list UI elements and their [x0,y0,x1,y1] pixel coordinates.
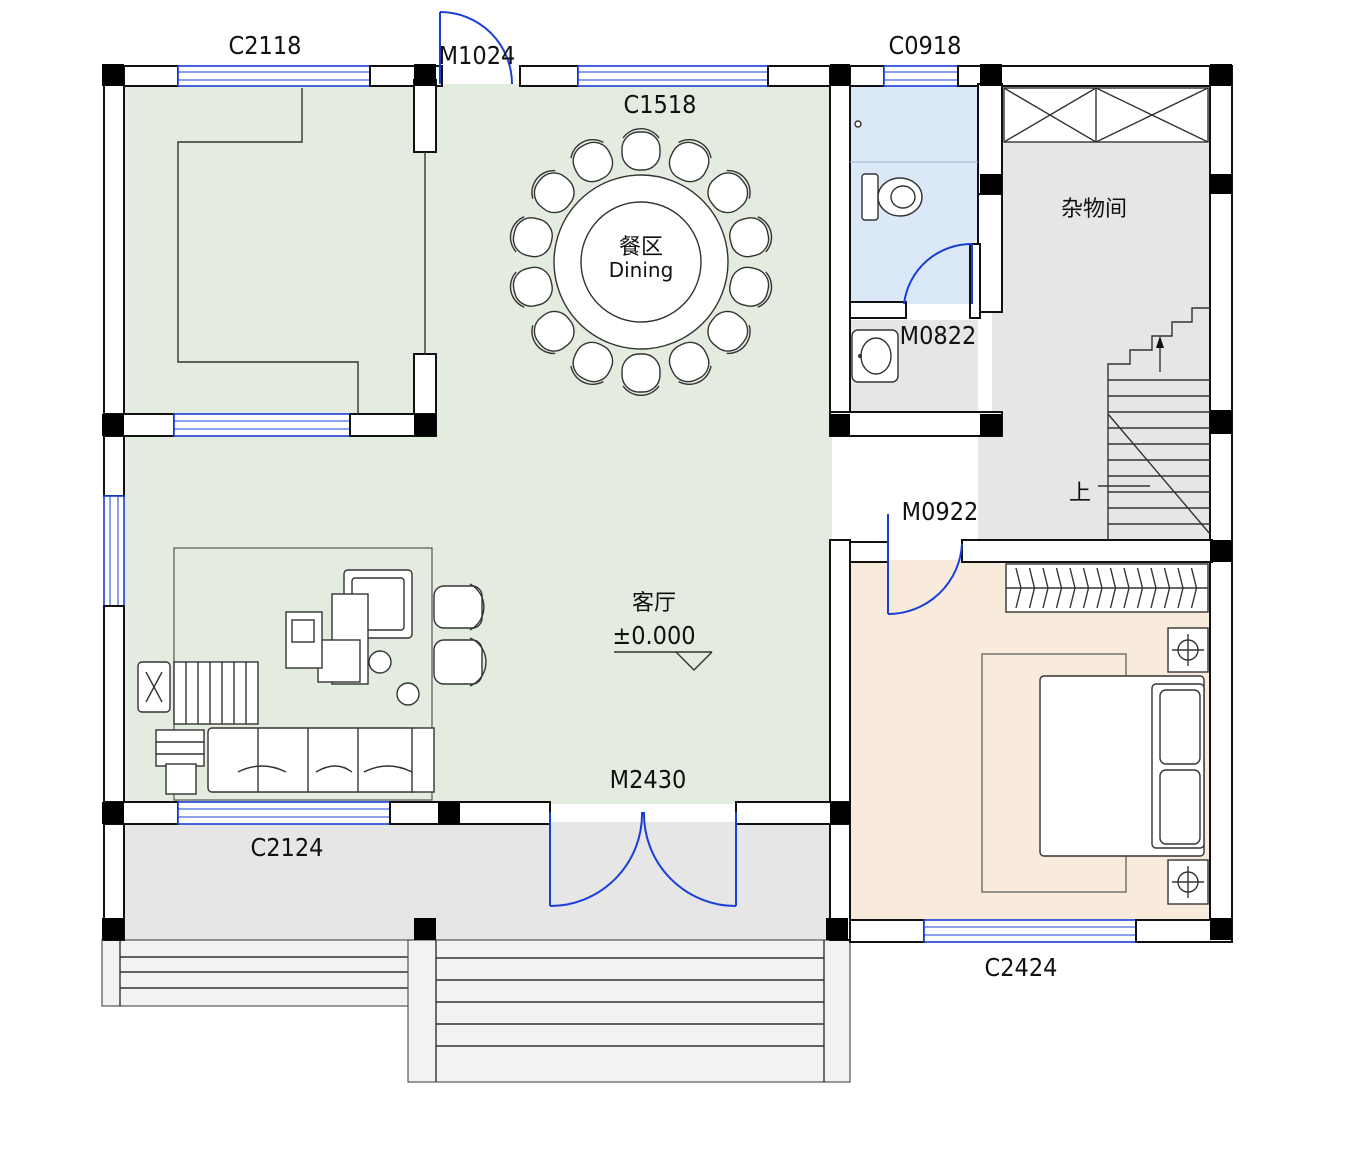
room-dining-en: Dining [609,258,674,282]
door-m0822[interactable] [903,242,973,305]
window-c2124 [177,801,391,825]
nightstand-top-icon [1167,627,1209,673]
window-inner [173,413,351,437]
window-left [103,495,125,607]
rug-outline [177,88,359,414]
nightstand-bottom-icon [1167,859,1209,905]
storage-cabinets [1003,87,1209,143]
sofa-icon [155,727,435,795]
dining-chair-icon [668,138,712,183]
shower-icon [850,120,978,163]
porch-steps [101,939,851,1083]
room-storage-cn: 杂物间 [1061,197,1127,222]
porch-fill [122,822,832,940]
dining-chair-icon [668,341,712,386]
label-m0922: M0922 [902,497,979,526]
label-c2118: C2118 [229,31,302,60]
washbasin-icon [851,329,899,383]
door-m2430[interactable] [549,811,737,907]
label-c0918: C0918 [889,31,962,60]
label-m0822: M0822 [900,321,977,350]
storage-fill [978,84,1210,540]
dining-chair-icon [531,169,575,214]
door-m1024[interactable] [439,11,513,85]
label-m2430: M2430 [610,765,687,794]
dining-chair-icon [570,138,614,183]
staircase [1098,307,1211,540]
door-m0922[interactable] [887,514,963,616]
dining-chair-icon [570,341,614,386]
label-m1024: M1024 [439,41,516,70]
room-dining-cn: 餐区 [619,235,663,260]
desk-icon [285,593,420,706]
window-c2118 [177,65,371,87]
dining-chair-icon [729,266,773,308]
level-marker [614,651,713,671]
walls [103,65,1233,943]
lounge-chairs-icon [433,583,487,687]
columns [102,64,1232,940]
label-c1518: C1518 [624,90,697,119]
dining-chair-icon [621,128,661,171]
window-c2424 [923,919,1137,943]
stair-up-label: 上 [1069,481,1091,506]
room-living-cn: 客厅 [632,591,676,616]
wardrobe-icon [1005,563,1209,613]
dining-chair-icon [509,216,553,258]
dining-table [509,128,773,396]
dining-chair-icon [531,310,575,355]
dining-chair-icon [707,169,751,214]
toilet-icon [861,173,923,221]
window-c1518 [577,65,769,87]
label-c2424: C2424 [985,953,1058,982]
dining-chair-icon [509,266,553,308]
dining-lazy-susan [580,201,702,323]
window-c0918 [883,65,959,87]
bed-icon [1039,675,1205,857]
room-living-level: ±0.000 [612,621,695,650]
dining-chair-icon [621,353,661,396]
stair-steps-icon [173,661,259,725]
dining-chair-icon [729,216,773,258]
label-c2124: C2124 [251,833,324,862]
side-table-icon [137,661,171,713]
dining-chair-icon [707,310,751,355]
